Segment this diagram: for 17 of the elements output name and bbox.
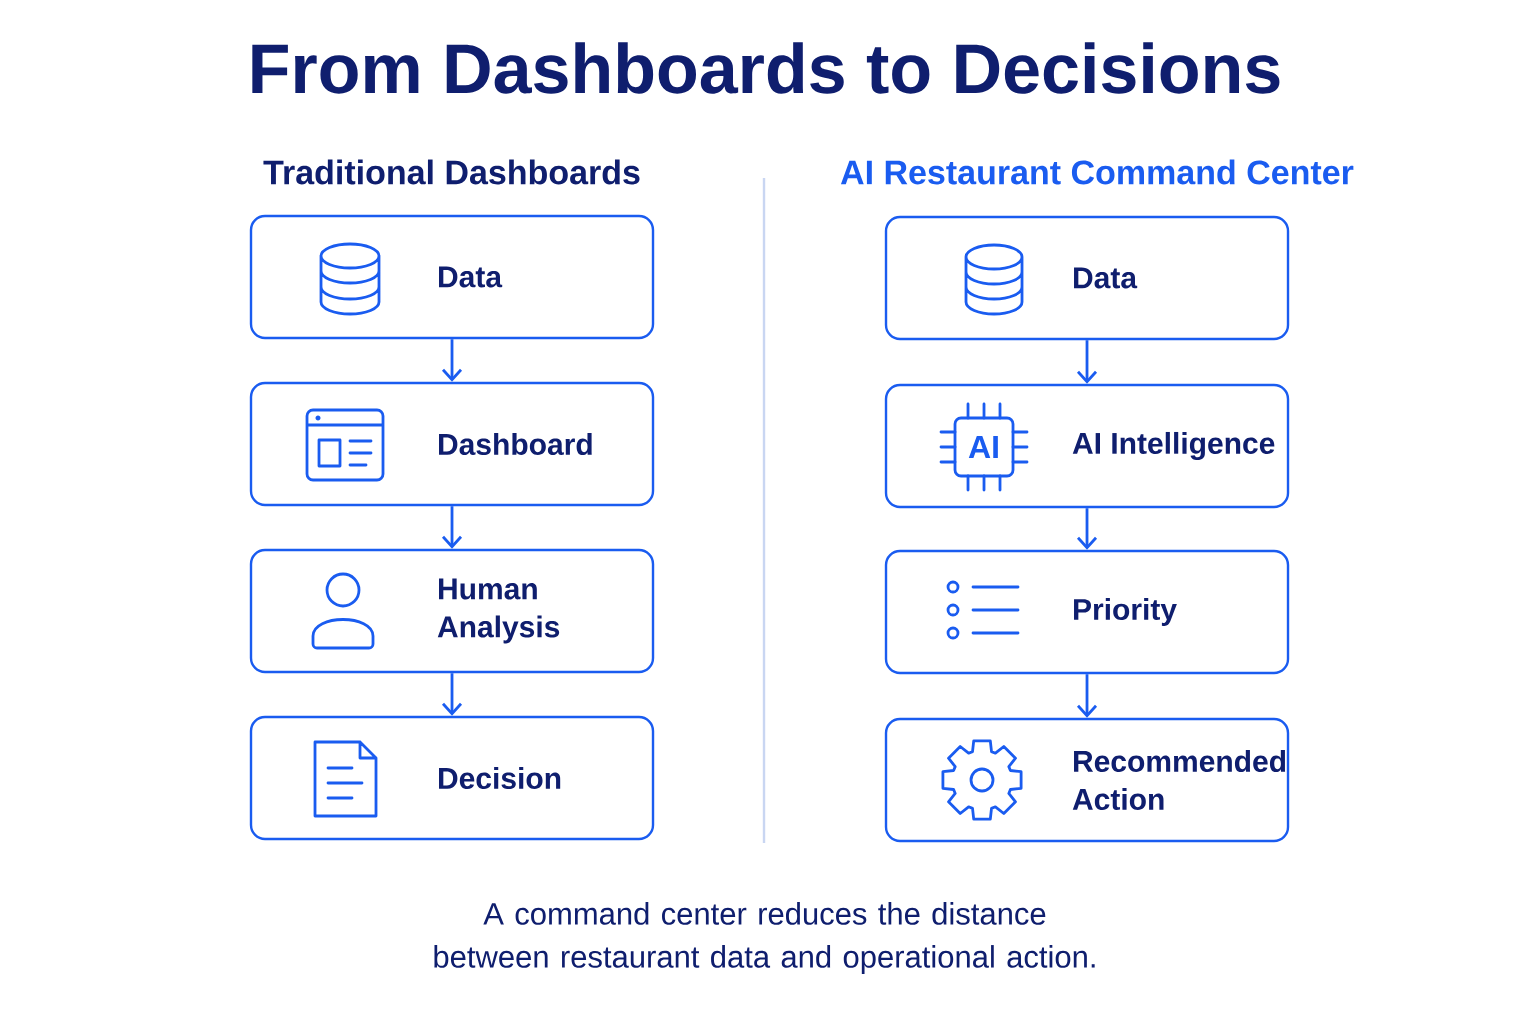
process-box: Dashboard [249, 381, 655, 507]
column-heading: AI Restaurant Command Center [840, 159, 1354, 185]
process-box: Recommended Action [884, 717, 1290, 843]
arrow [1076, 674, 1098, 718]
process-box: Priority [884, 549, 1290, 675]
arrow [441, 339, 463, 382]
process-box: Data [884, 215, 1290, 341]
process-box: Data [249, 214, 655, 340]
title: From Dashboards to Decisions [252, 42, 1280, 94]
column-heading: Traditional Dashboards [263, 159, 640, 185]
arrow [441, 506, 463, 549]
arrow [441, 673, 463, 716]
arrow [1076, 340, 1098, 384]
process-box: Human Analysis [249, 548, 655, 674]
caption: A command center reduces the distance between restaurant data and operational action. [434, 902, 1095, 974]
process-box: Decision [249, 715, 655, 841]
arrow [1076, 508, 1098, 550]
